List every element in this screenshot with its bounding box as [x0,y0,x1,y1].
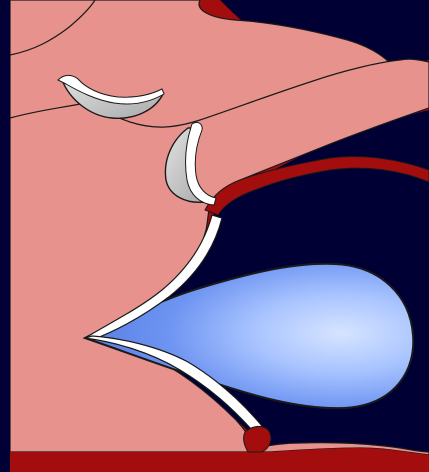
left-border [0,0,10,472]
vessel-node-bottom [244,426,271,452]
